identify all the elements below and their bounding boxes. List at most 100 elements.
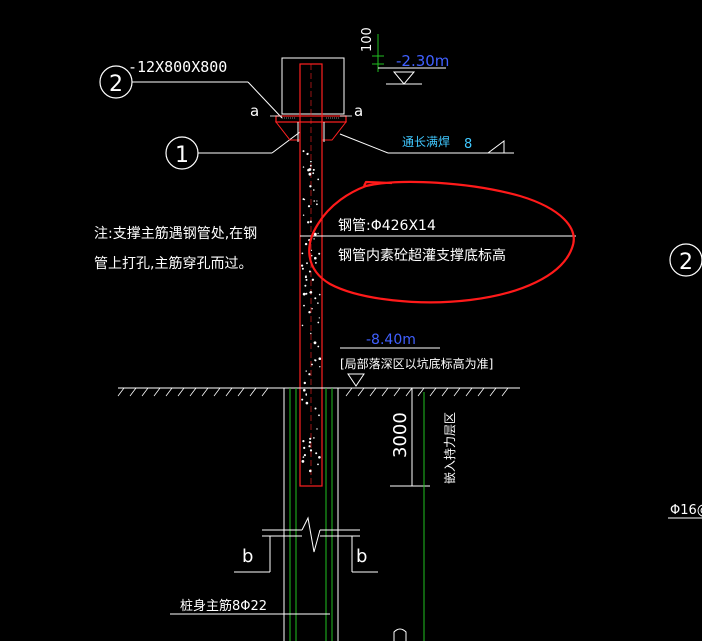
right-edge-rebar-label: Φ16@	[670, 503, 702, 518]
ground-hatch	[369, 387, 377, 397]
concrete-dot	[313, 238, 315, 240]
anchor-callout: 1	[165, 131, 301, 170]
concrete-dot	[305, 275, 307, 277]
concrete-dot	[303, 446, 306, 449]
concrete-dot	[303, 388, 306, 392]
plate-callout: 2 -12X800X800	[99, 58, 283, 119]
concrete-dot	[317, 302, 319, 304]
column-box	[281, 57, 345, 115]
pile-rebar-label: 桩身主筋8Φ22	[180, 598, 267, 614]
steel-pipe-spec: 钢管:Φ426X14	[338, 218, 436, 234]
concrete-dot	[312, 168, 315, 171]
concrete-dot	[318, 317, 320, 319]
concrete-dot	[313, 200, 316, 202]
callout-number-1: 1	[175, 143, 189, 168]
concrete-dot	[313, 232, 317, 236]
ground-hatch	[189, 387, 197, 397]
ground-hatch	[141, 387, 149, 397]
concrete-dot	[309, 449, 313, 452]
concrete-dot	[305, 401, 309, 405]
concrete-dot	[305, 370, 307, 372]
ground-hatch	[501, 387, 509, 397]
concrete-dot	[311, 308, 313, 310]
ground-hatch	[429, 387, 437, 397]
ground-hatch	[225, 387, 233, 397]
concrete-dot	[311, 278, 315, 281]
concrete-dot	[313, 341, 317, 345]
ground-hatch	[177, 387, 185, 397]
pipe-fill-note: 钢管内素砼超灌支撑底标高	[338, 247, 506, 264]
main-note: 注:支撑主筋遇钢管处,在钢 管上打孔,主筋穿孔而过。	[94, 225, 257, 272]
concrete-dot	[315, 262, 317, 264]
elev-bottom-text: -8.40m	[366, 332, 416, 348]
concrete-dot	[303, 454, 306, 457]
concrete-dot	[314, 407, 317, 410]
concrete-dot	[312, 172, 315, 175]
weld-note-leader	[339, 133, 389, 154]
weld-label-right: a	[354, 102, 363, 120]
concrete-dot	[308, 311, 311, 314]
concrete-dot	[304, 275, 307, 279]
concrete-dot	[314, 256, 317, 260]
embed-dimension: 3000 嵌入持力层区	[390, 387, 457, 641]
concrete-dot	[314, 297, 317, 300]
local-pit-note: [局部落深区以坑底标高为准]	[340, 356, 493, 371]
base-plate	[270, 115, 352, 142]
concrete-dot	[301, 324, 304, 327]
right-callout: 2	[669, 243, 702, 277]
concrete-dot	[316, 200, 318, 202]
concrete-dot	[314, 359, 316, 361]
concrete-dot	[309, 469, 312, 473]
weld-note-text: 通长满焊	[402, 134, 450, 149]
weld-size-text: 8	[464, 137, 472, 152]
concrete-dot	[305, 292, 308, 295]
concrete-dot	[302, 198, 305, 201]
ground-hatch	[489, 387, 497, 397]
concrete-dot	[303, 381, 306, 385]
concrete-dot	[310, 332, 312, 335]
concrete-dot	[308, 445, 311, 448]
concrete-dot	[301, 252, 304, 255]
ground-hatch	[357, 387, 365, 397]
concrete-dot	[316, 428, 318, 430]
concrete-dot	[308, 441, 312, 444]
concrete-dot	[309, 437, 312, 440]
concrete-dot	[311, 255, 313, 257]
ground-hatch	[393, 387, 401, 397]
concrete-dot	[318, 252, 321, 255]
concrete-dot	[309, 185, 312, 188]
concrete-dot	[317, 463, 319, 466]
steel-pipe	[299, 63, 323, 487]
bottom-elevation: -8.40m [局部落深区以坑底标高为准]	[340, 332, 493, 387]
concrete-dot	[301, 267, 304, 270]
ground-hatch	[249, 387, 257, 397]
concrete-dot	[303, 304, 305, 307]
ground-hatch	[417, 387, 425, 397]
ground-hatch	[405, 387, 413, 397]
fillet-weld-symbol	[486, 140, 505, 154]
concrete-dot	[304, 284, 307, 287]
anchor-leader-diag	[271, 131, 301, 154]
concrete-dot	[302, 292, 306, 296]
concrete-dot	[316, 203, 318, 206]
weld-note: 通长满焊 8	[339, 133, 514, 154]
concrete-dot	[310, 249, 313, 251]
concrete-dot	[313, 189, 315, 191]
concrete-dot	[302, 150, 305, 153]
plate-leader-diag	[247, 81, 283, 119]
section-b-left: b	[242, 546, 253, 567]
elev-top-marker	[392, 71, 416, 85]
stiffener-left	[274, 121, 301, 141]
concrete-dot	[305, 393, 308, 395]
dim-100-text: 100	[360, 27, 375, 52]
embed-zone-label: 嵌入持力层区	[442, 412, 457, 484]
concrete-dot	[307, 221, 310, 224]
concrete-dot	[317, 321, 320, 324]
break-zigzag	[301, 516, 321, 553]
concrete-dot	[311, 363, 313, 366]
ground-hatch	[129, 387, 137, 397]
ground-hatch	[153, 387, 161, 397]
concrete-dot	[318, 357, 322, 361]
section-b-right: b	[356, 546, 367, 567]
